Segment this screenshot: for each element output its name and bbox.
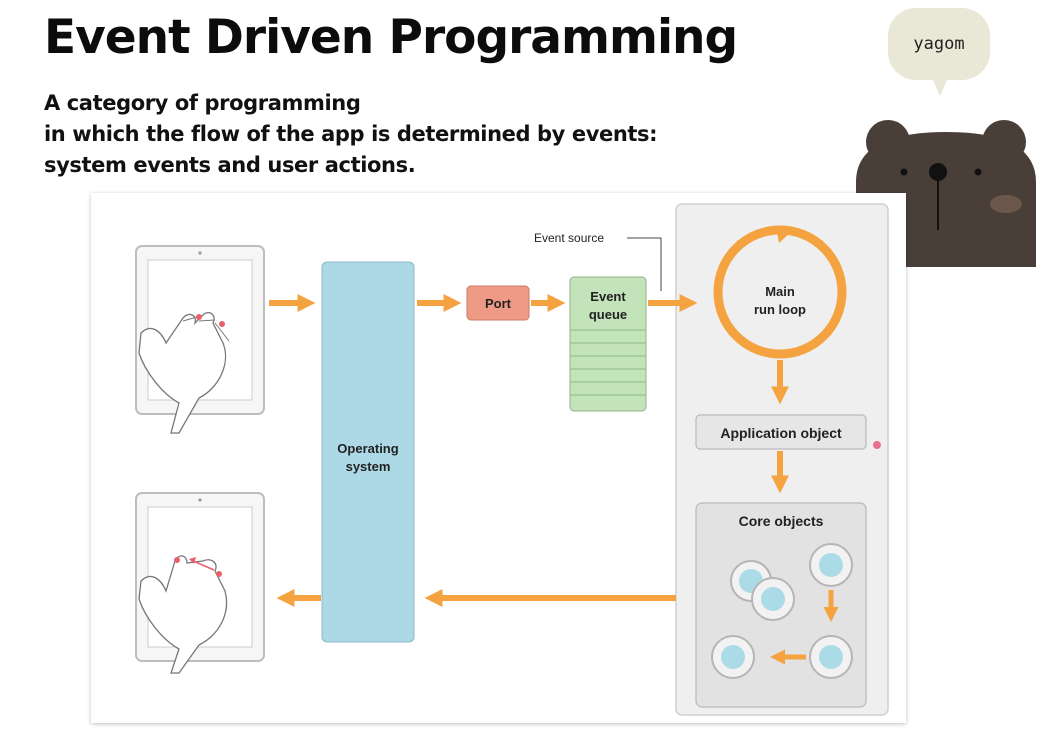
port-box (466, 285, 530, 321)
speech-bubble-tail (932, 78, 948, 96)
operating-system-label: system (346, 459, 391, 474)
event-queue-label: queue (589, 307, 627, 322)
core-objects-label: Core objects (739, 513, 824, 529)
main-run-loop-label: run loop (754, 302, 806, 317)
tablet-touch-icon (135, 245, 265, 434)
subtitle-line: in which the flow of the app is determin… (44, 122, 658, 146)
event-flow-diagram: Operating system Port Event queue Event … (91, 193, 906, 723)
run-loop-arrowhead (776, 227, 793, 243)
event-source-label: Event source (534, 231, 604, 245)
core-object-node-icon (809, 635, 853, 679)
operating-system-label: Operating (337, 441, 398, 456)
application-object-box (695, 414, 867, 450)
event-queue-box (569, 276, 647, 412)
event-queue-label: Event (590, 289, 626, 304)
subtitle-line: system events and user actions. (44, 153, 416, 177)
main-run-loop-label: Main (765, 284, 795, 299)
slide-title: Event Driven Programming (44, 10, 738, 65)
event-source-leader-line (627, 237, 662, 291)
port-label: Port (485, 296, 512, 311)
subtitle-line: A category of programming (44, 91, 361, 115)
operating-system-box (321, 261, 415, 643)
tablet-gesture-icon (135, 492, 265, 674)
core-object-node-icon (809, 543, 853, 587)
speech-bubble: yagom (888, 8, 990, 80)
application-object-label: Application object (720, 425, 842, 441)
slide-subtitle: A category of programming in which the f… (44, 88, 658, 181)
core-object-node-icon (711, 635, 755, 679)
core-object-node-icon (751, 577, 795, 621)
speech-text: yagom (913, 34, 965, 54)
cursor-dot (873, 441, 881, 449)
